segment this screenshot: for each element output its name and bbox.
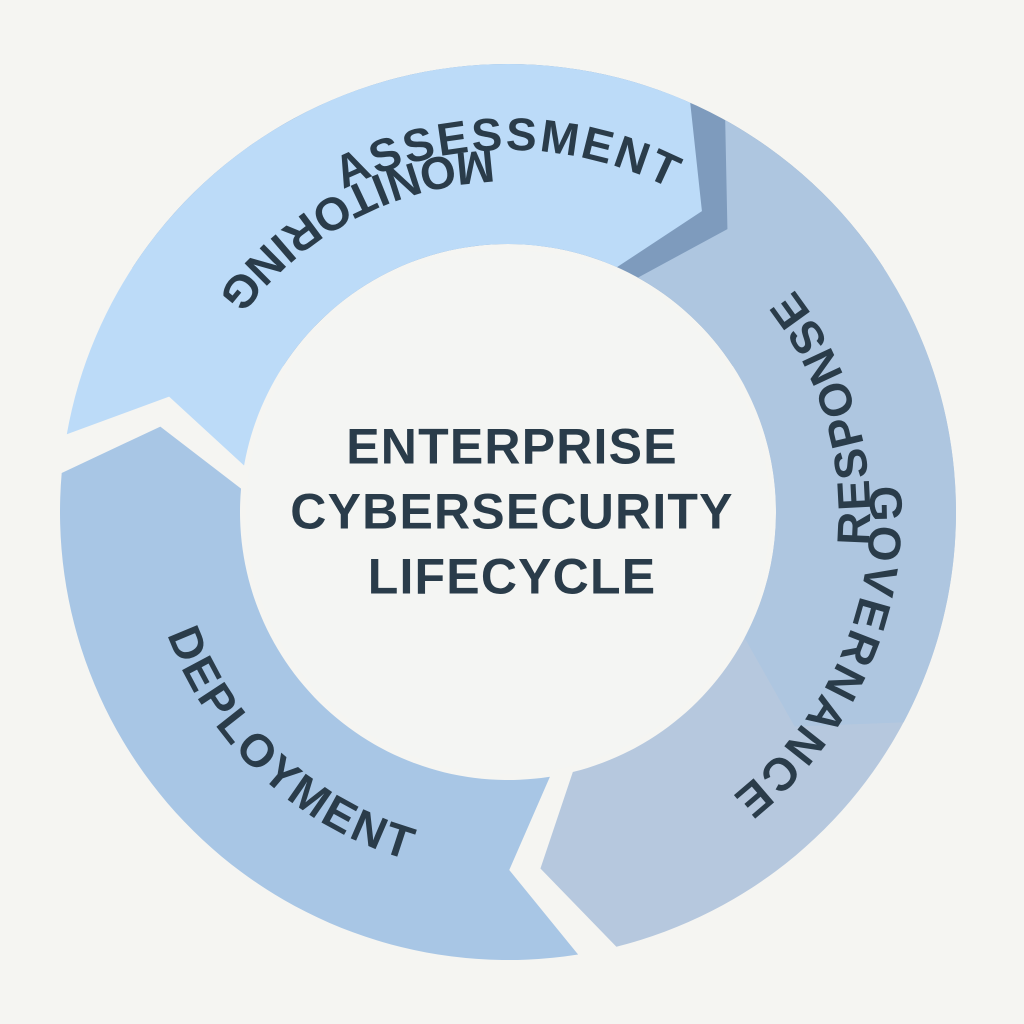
segments-group xyxy=(60,63,957,961)
center-hub xyxy=(246,250,770,774)
segment-deployment[interactable] xyxy=(60,426,579,961)
segment-monitoring[interactable] xyxy=(66,63,702,466)
segment-response[interactable] xyxy=(637,120,956,727)
